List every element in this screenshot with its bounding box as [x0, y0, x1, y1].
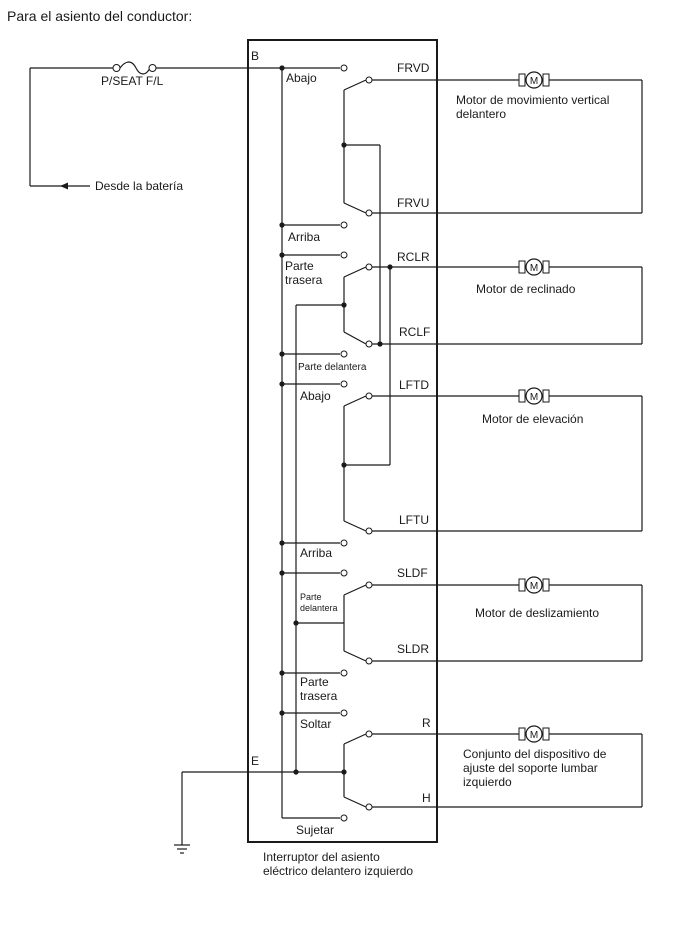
position-label: Soltar — [300, 717, 331, 731]
switch-group-vertical — [340, 64, 643, 229]
terminal-label: RCLF — [399, 325, 430, 339]
terminal-label: SLDF — [397, 566, 428, 580]
position-label: Sujetar — [296, 823, 334, 837]
position-label: Arriba — [300, 546, 332, 560]
motor-icon: M — [518, 725, 550, 743]
svg-text:M: M — [530, 730, 538, 741]
motor-icon: M — [518, 258, 550, 276]
power-input — [29, 61, 282, 190]
position-label: Parte delantera — [298, 362, 367, 373]
switch-group-lumbar — [340, 709, 643, 822]
terminal-label: RCLR — [397, 250, 430, 264]
terminal-label: FRVU — [397, 196, 429, 210]
position-label: trasera — [300, 689, 338, 703]
switch-name: Interruptor del asiento — [263, 850, 380, 864]
terminal-label: LFTD — [399, 378, 429, 392]
battery-label: Desde la batería — [95, 179, 183, 193]
motor-label: delantero — [456, 107, 506, 121]
diagram-title: Para el asiento del conductor: — [7, 8, 192, 24]
terminal-label: LFTU — [399, 513, 429, 527]
supply-bus — [279, 65, 340, 819]
motor-icon: M — [518, 71, 550, 89]
svg-text:M: M — [530, 581, 538, 592]
motor-label: ajuste del soporte lumbar — [463, 761, 598, 775]
motor-label: Conjunto del dispositivo de — [463, 747, 607, 761]
position-label: Parte — [300, 592, 322, 602]
motor-label: Motor de reclinado — [476, 282, 576, 296]
position-label: Abajo — [286, 71, 317, 85]
pin-e-label: E — [251, 754, 259, 768]
pin-b-label: B — [251, 49, 259, 63]
switch-group-recline — [340, 251, 643, 358]
switch-group-slide — [340, 569, 643, 677]
motor-icon: M — [518, 576, 550, 594]
fuse-label: P/SEAT F/L — [101, 74, 164, 88]
motor-label: Motor de deslizamiento — [475, 606, 599, 620]
svg-text:M: M — [530, 392, 538, 403]
position-label: delantera — [300, 603, 338, 613]
position-label: Parte — [285, 259, 314, 273]
svg-text:M: M — [530, 263, 538, 274]
motor-label: Motor de movimiento vertical — [456, 93, 609, 107]
motor-icon: M — [518, 387, 550, 405]
cross-links — [344, 144, 393, 466]
position-label: Parte — [300, 675, 329, 689]
terminal-label: H — [422, 791, 431, 805]
arrow-left-icon — [60, 182, 68, 190]
terminal-label: R — [422, 716, 431, 730]
position-label: trasera — [285, 273, 323, 287]
position-label: Abajo — [300, 389, 331, 403]
terminal-label: FRVD — [397, 61, 430, 75]
switch-body — [247, 39, 438, 843]
motor-label: izquierdo — [463, 775, 512, 789]
position-label: Arriba — [288, 230, 320, 244]
ground-bus — [174, 304, 344, 854]
switch-group-lifter — [340, 380, 643, 547]
motor-label: Motor de elevación — [482, 412, 583, 426]
svg-text:M: M — [530, 76, 538, 87]
switch-name: eléctrico delantero izquierdo — [263, 864, 413, 878]
terminal-label: SLDR — [397, 642, 429, 656]
